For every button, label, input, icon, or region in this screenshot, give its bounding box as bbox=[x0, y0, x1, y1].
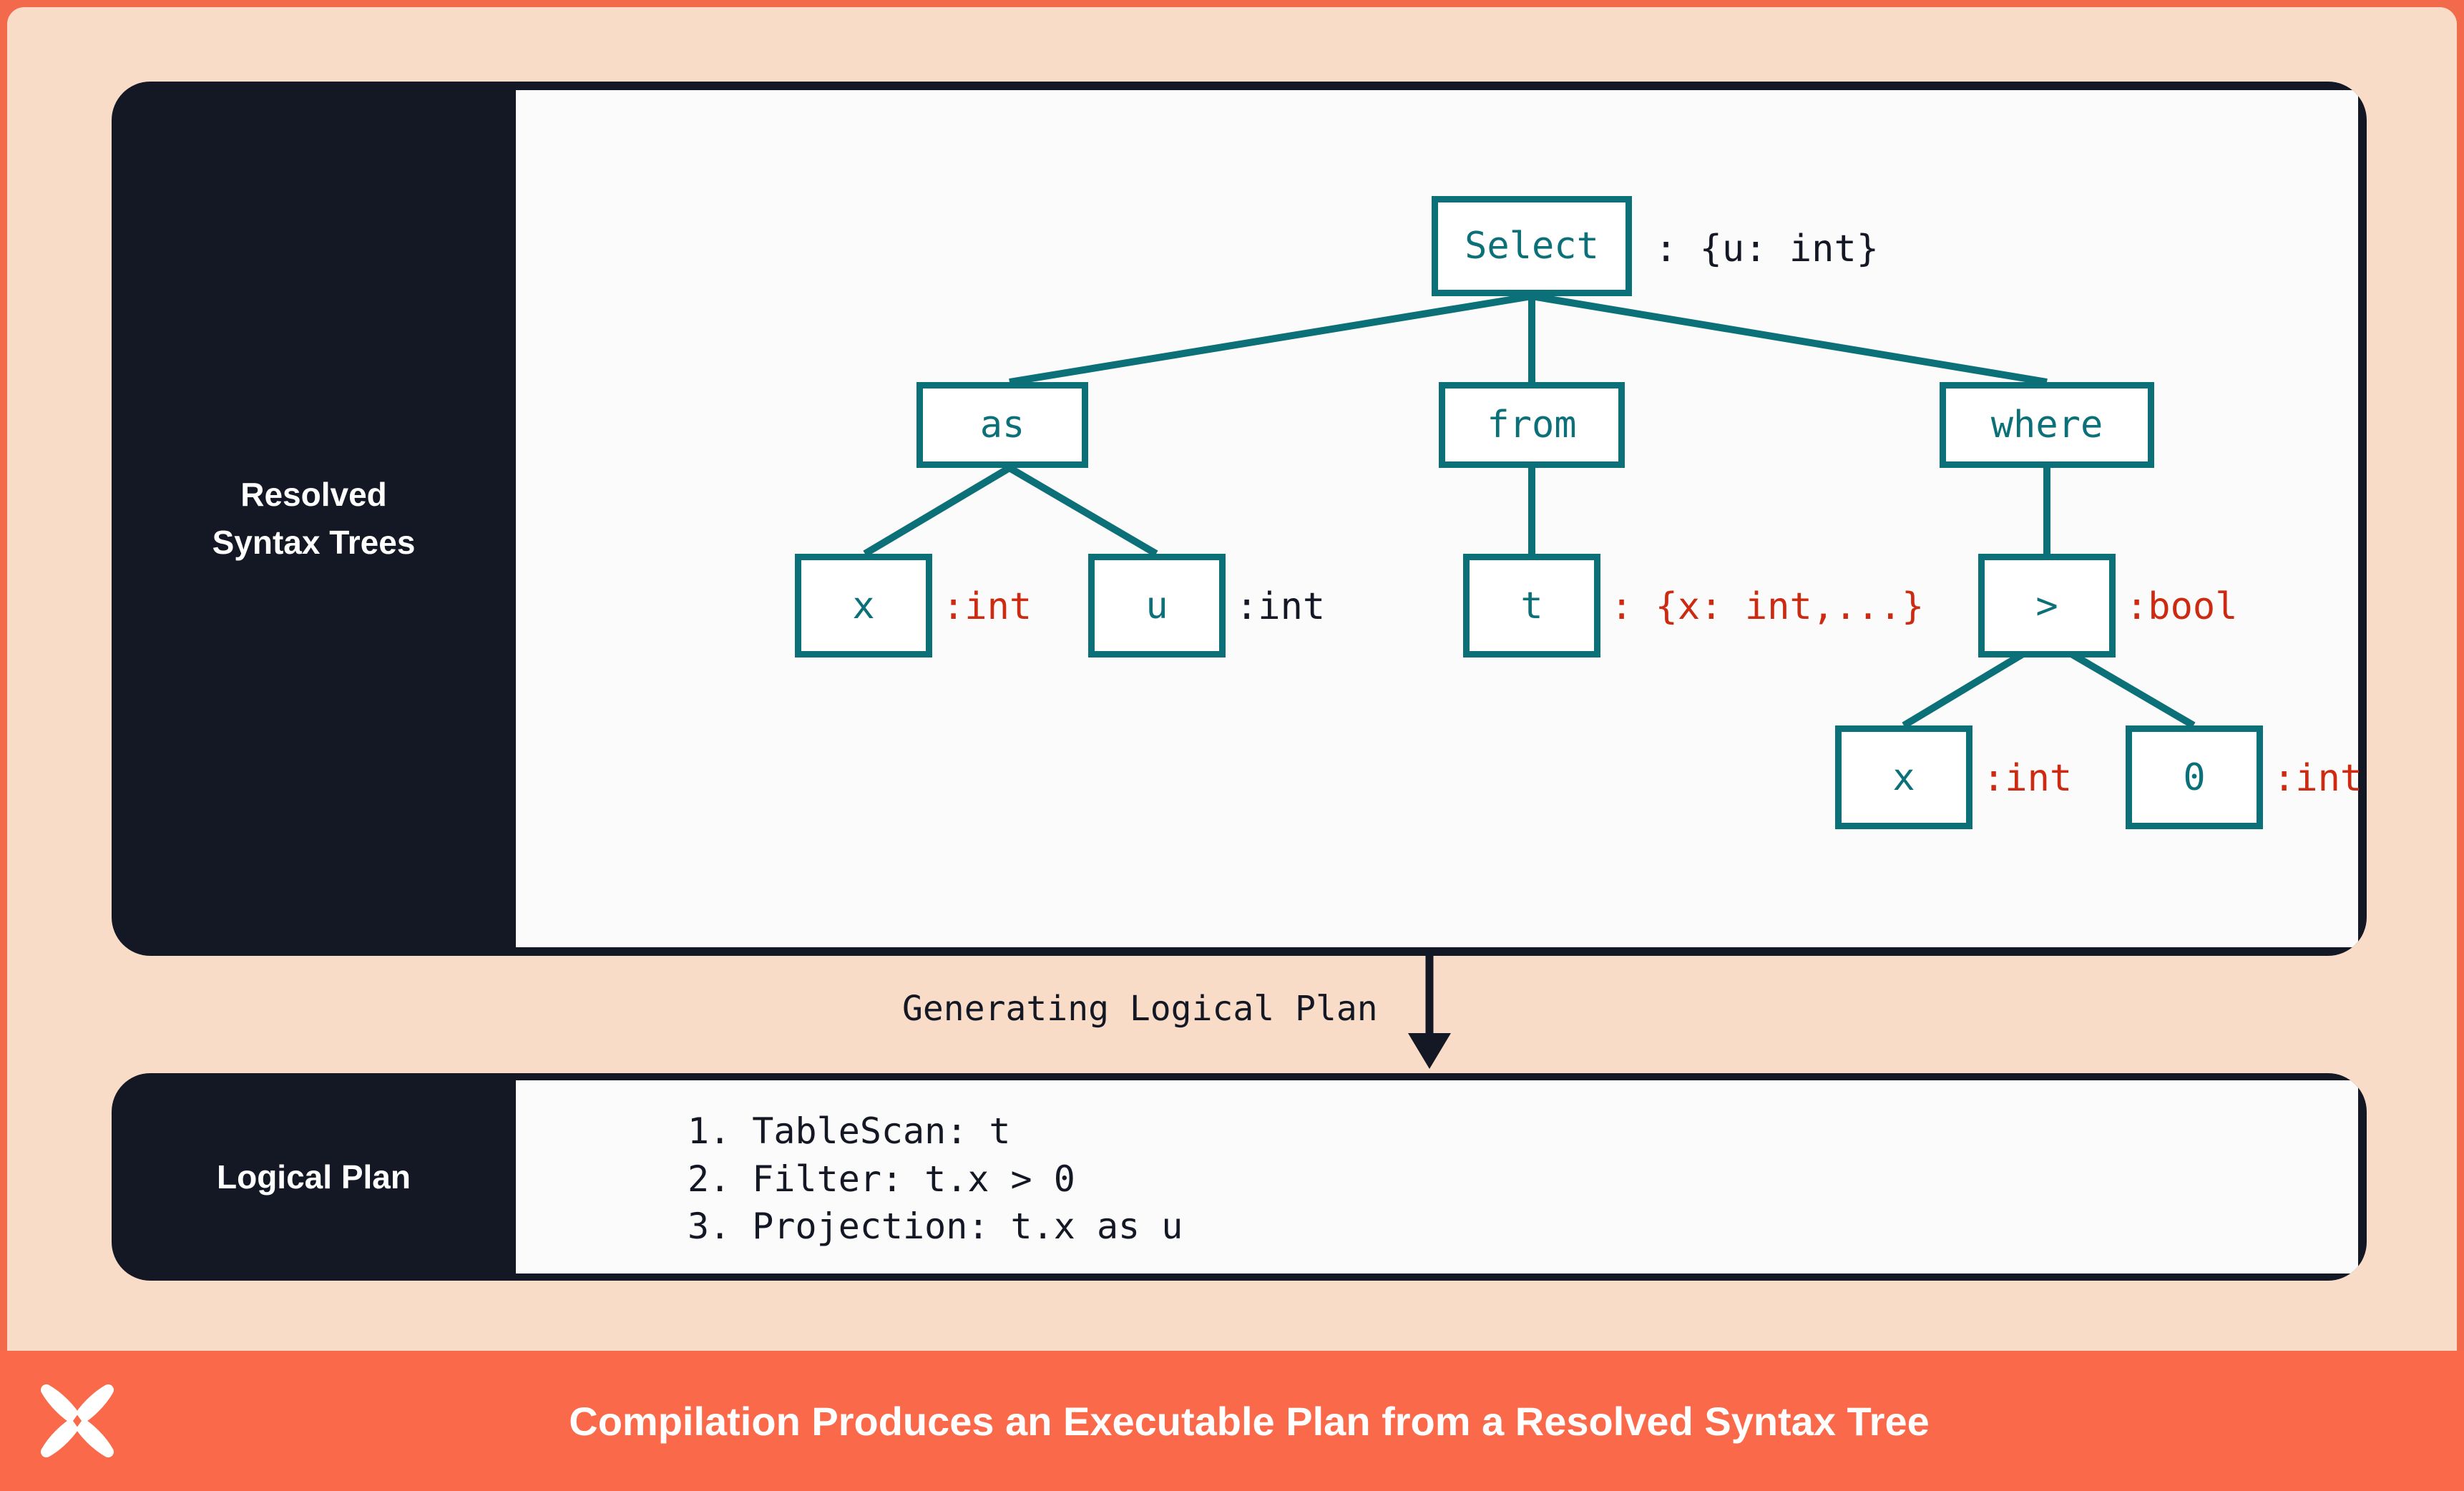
panel-label-line-1: Resolved bbox=[240, 476, 387, 514]
logical-plan-step: 3. Projection: t.x as u bbox=[688, 1206, 1183, 1247]
tree-node-compare-left-x[interactable]: x bbox=[1835, 725, 1972, 829]
tree-node-as[interactable]: as bbox=[916, 382, 1088, 468]
logical-plan-step: 2. Filter: t.x > 0 bbox=[688, 1158, 1075, 1200]
tree-node-table-t-annotation: : {x: int,...} bbox=[1610, 585, 1925, 628]
panel-label-resolved-syntax-trees: Resolved Syntax Trees bbox=[112, 82, 516, 956]
panel-label-logical-plan: Logical Plan bbox=[217, 1158, 411, 1196]
tree-node-compare-right-zero-annotation: :int bbox=[2273, 757, 2363, 800]
footer-banner: Compilation Produces an Executable Plan … bbox=[0, 1351, 2464, 1491]
generating-logical-plan-connector: Generating Logical Plan bbox=[112, 956, 2367, 1070]
tree-node-from[interactable]: from bbox=[1439, 382, 1625, 468]
connector-label: Generating Logical Plan bbox=[902, 989, 1378, 1029]
tree-node-select-annotation: : {u: int} bbox=[1655, 228, 1879, 270]
resolved-syntax-trees-panel: Resolved Syntax Trees bbox=[112, 82, 2367, 956]
logical-plan-canvas: 1. TableScan: t 2. Filter: t.x > 0 3. Pr… bbox=[516, 1080, 2358, 1274]
tree-node-select[interactable]: Select bbox=[1432, 196, 1632, 296]
tree-node-greater-than[interactable]: > bbox=[1978, 554, 2116, 657]
tree-node-table-t[interactable]: t bbox=[1463, 554, 1600, 657]
butterfly-x-logo-icon bbox=[41, 1384, 114, 1457]
tree-node-compare-left-x-annotation: :int bbox=[1983, 757, 2073, 800]
tree-node-as-right-u[interactable]: u bbox=[1088, 554, 1226, 657]
logical-plan-panel: Logical Plan 1. TableScan: t 2. Filter: … bbox=[112, 1073, 2367, 1281]
tree-node-where[interactable]: where bbox=[1940, 382, 2154, 468]
tree-node-compare-right-zero[interactable]: 0 bbox=[2126, 725, 2263, 829]
tree-node-as-left-x[interactable]: x bbox=[795, 554, 932, 657]
footer-caption: Compilation Produces an Executable Plan … bbox=[569, 1398, 1930, 1444]
tree-node-greater-than-annotation: :bool bbox=[2126, 585, 2238, 628]
tree-node-as-left-x-annotation: :int bbox=[942, 585, 1032, 628]
tree-edges bbox=[863, 293, 2196, 729]
syntax-tree-canvas: Select : {u: int} as from where x :int u… bbox=[516, 90, 2362, 947]
connector-arrow-icon bbox=[1408, 956, 1451, 1069]
tree-node-as-right-u-annotation: :int bbox=[1236, 585, 1326, 628]
panel-label-line-2: Syntax Trees bbox=[212, 524, 416, 561]
logical-plan-step: 1. TableScan: t bbox=[688, 1110, 1011, 1152]
